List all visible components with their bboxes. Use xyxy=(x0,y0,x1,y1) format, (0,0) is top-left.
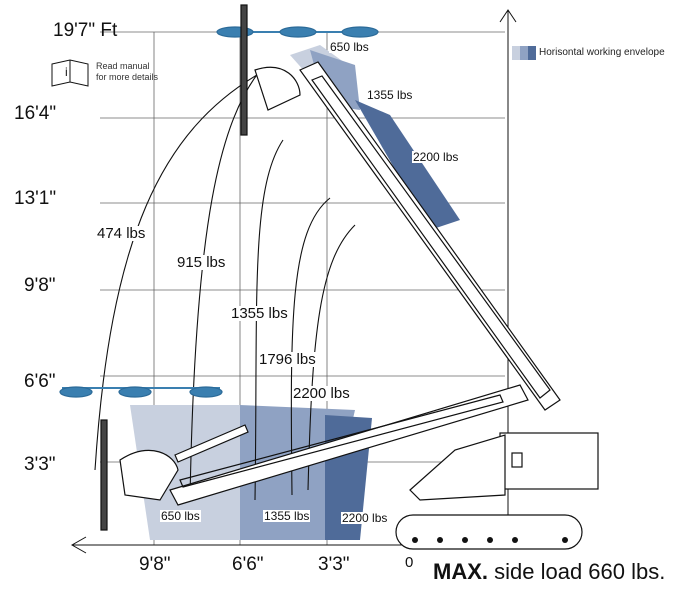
legend-swatch xyxy=(512,46,536,60)
y-axis-arrow xyxy=(499,9,517,23)
machine-panel xyxy=(511,452,523,468)
curve-label-915: 915 lbs xyxy=(176,254,227,271)
jib-lower xyxy=(174,424,249,463)
curve-label-1355: 1355 lbs xyxy=(230,305,289,322)
main-boom-upper xyxy=(299,61,561,411)
machine-front xyxy=(409,434,506,501)
x-label-6-6: 6'6" xyxy=(232,554,264,575)
max-side-load-text: side load 660 lbs. xyxy=(494,559,666,584)
boom xyxy=(169,61,561,506)
y-label-9-8: 9'8" xyxy=(24,275,56,296)
manual-note-line2: for more details xyxy=(96,72,159,82)
max-side-load: MAX. side load 660 lbs. xyxy=(433,561,665,583)
legend-label: Horisontal working envelope xyxy=(539,47,665,58)
lower-load-2200: 2200 lbs xyxy=(341,511,389,525)
lower-load-1355: 1355 lbs xyxy=(263,509,311,523)
main-boom-inner xyxy=(311,75,551,399)
curve-1355 xyxy=(254,139,284,501)
machine-base xyxy=(395,432,599,550)
y-label-6-6: 6'6" xyxy=(24,371,56,392)
x-label-0: 0 xyxy=(405,554,414,571)
upper-zone-dark xyxy=(355,100,460,230)
manual-note-line1: Read manual xyxy=(96,61,150,71)
upper-load-650: 650 lbs xyxy=(329,40,370,54)
upper-vacuum-head xyxy=(216,4,379,136)
track xyxy=(395,514,583,550)
upper-load-2200: 2200 lbs xyxy=(412,150,460,164)
y-label-19-7: 19'7" Ft xyxy=(53,20,118,41)
track-wheels xyxy=(412,537,568,543)
upper-load-1355: 1355 lbs xyxy=(366,88,414,102)
main-boom-lower-inner xyxy=(179,394,504,488)
curve-label-474: 474 lbs xyxy=(96,225,147,242)
y-label-16-4: 16'4" xyxy=(14,103,57,124)
y-label-13-1: 13'1" xyxy=(14,188,57,209)
x-axis-arrow xyxy=(70,536,87,554)
curve-1796 xyxy=(290,197,331,496)
x-label-9-8: 9'8" xyxy=(139,554,171,575)
max-prefix: MAX. xyxy=(433,559,488,584)
curve-474 xyxy=(94,71,263,471)
lower-vacuum-head xyxy=(59,386,223,531)
curve-2200 xyxy=(307,224,356,491)
lower-load-650: 650 lbs xyxy=(160,509,201,523)
book-icon xyxy=(51,59,89,87)
manual-icon-letter: i xyxy=(65,65,68,79)
x-label-3-3: 3'3" xyxy=(318,554,350,575)
y-label-3-3: 3'3" xyxy=(24,454,56,475)
curve-label-1796: 1796 lbs xyxy=(258,351,317,368)
main-boom-lower xyxy=(169,384,529,506)
curve-label-2200: 2200 lbs xyxy=(292,385,351,402)
